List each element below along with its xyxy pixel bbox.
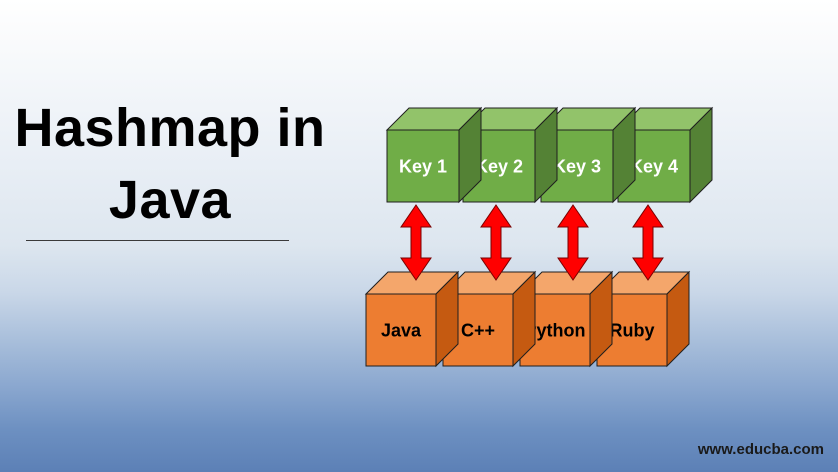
value-cube-1: Java (364, 270, 460, 368)
arrows (400, 204, 664, 281)
key-cubes: Key 4 Key 3 Key 2 Key 1 (385, 106, 714, 204)
title-divider (26, 240, 289, 241)
key-cube-1: Key 1 (385, 106, 483, 204)
value-cube-3-label: Python (525, 320, 586, 340)
value-cube-4: Ruby (595, 270, 691, 368)
double-arrow-3 (557, 204, 589, 281)
value-cubes: Ruby Python C++ Java (364, 270, 691, 368)
value-cube-1-label: Java (381, 320, 422, 340)
key-cube-3: Key 3 (539, 106, 637, 204)
double-arrow-2 (480, 204, 512, 281)
value-cube-1-front-face (365, 293, 437, 367)
page-title: Hashmap in Java (0, 92, 340, 236)
key-cube-1-front-face (386, 129, 460, 203)
key-cube-2-label: Key 2 (475, 156, 523, 176)
value-cube-4-label: Ruby (610, 320, 655, 340)
key-cube-4-label: Key 4 (630, 156, 678, 176)
double-arrow-4 (632, 204, 664, 281)
watermark-url: www.educba.com (697, 441, 824, 458)
value-cube-2-label: C++ (461, 320, 495, 340)
key-cube-3-label: Key 3 (553, 156, 601, 176)
title-line-1: Hashmap in (14, 98, 326, 158)
double-arrow-1 (400, 204, 432, 281)
key-cube-1-label: Key 1 (399, 156, 447, 176)
title-line-2: Java (108, 170, 232, 230)
